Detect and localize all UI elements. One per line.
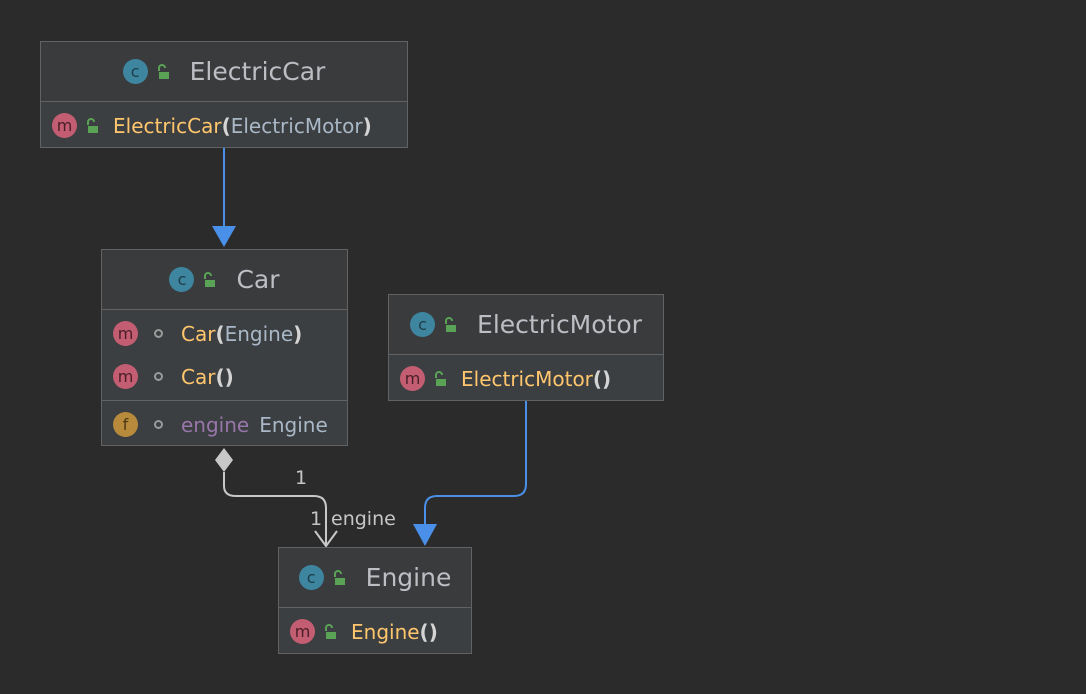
open-lock-icon <box>204 271 216 287</box>
methods-section: m Engine() <box>279 608 471 655</box>
class-node-electricmotor[interactable]: c ElectricMotor m ElectricMotor() <box>388 294 664 401</box>
dependency-arrowhead-engine <box>413 524 437 546</box>
method-row[interactable]: m ElectricCar(ElectricMotor) <box>41 104 407 147</box>
class-header: c Engine <box>279 548 471 608</box>
dependency-arrowhead-car <box>212 226 236 247</box>
class-header: c Car <box>102 250 347 310</box>
method-close-paren: ) <box>428 619 438 644</box>
method-open-paren: ( <box>419 619 429 644</box>
open-lock-icon <box>445 316 457 332</box>
open-lock-icon <box>333 569 345 585</box>
fields-section: f engine Engine <box>102 401 347 448</box>
method-name: ElectricCar <box>113 113 222 138</box>
method-open-paren: ( <box>215 321 225 346</box>
methods-section: m Car(Engine) m Car() <box>102 310 347 401</box>
class-c-icon: c <box>169 267 195 292</box>
class-name: ElectricMotor <box>477 310 642 339</box>
class-header: c ElectricMotor <box>389 295 663 355</box>
field-type: Engine <box>259 412 328 437</box>
method-open-paren: ( <box>215 364 225 389</box>
class-node-electriccar[interactable]: c ElectricCar m ElectricCar(ElectricMoto… <box>40 41 408 148</box>
method-name: Car <box>181 364 216 389</box>
open-lock-icon <box>325 623 336 639</box>
composition-car-to-engine <box>223 472 327 546</box>
field-f-icon: f <box>113 412 138 437</box>
open-lock-icon <box>87 117 98 133</box>
class-node-car[interactable]: c Car m Car(Engine) m Car() f engine Eng… <box>101 249 348 446</box>
method-params: Engine <box>224 321 294 346</box>
method-m-icon: m <box>52 113 77 138</box>
method-close-paren: ) <box>224 364 234 389</box>
package-dot-icon <box>154 329 163 338</box>
method-name: Engine <box>351 619 420 644</box>
composition-source-multiplicity: 1 <box>295 467 308 489</box>
dependency-electricmotor-to-engine <box>424 401 527 526</box>
field-name: engine <box>181 412 250 437</box>
method-close-paren: ) <box>362 113 372 138</box>
method-row[interactable]: m ElectricMotor() <box>389 357 663 400</box>
composition-diamond <box>215 448 233 472</box>
method-m-icon: m <box>290 619 315 644</box>
method-name: Car <box>181 321 216 346</box>
class-name: Car <box>236 265 280 294</box>
method-row[interactable]: m Engine() <box>279 610 471 653</box>
methods-section: m ElectricMotor() <box>389 355 663 402</box>
method-m-icon: m <box>400 366 425 391</box>
class-c-icon: c <box>298 565 324 590</box>
method-m-icon: m <box>113 321 138 346</box>
method-open-paren: ( <box>221 113 231 138</box>
package-dot-icon <box>154 420 163 429</box>
class-c-icon: c <box>122 59 148 84</box>
method-params: ElectricMotor <box>230 113 363 138</box>
composition-role-label: engine <box>331 508 396 530</box>
method-name: ElectricMotor <box>461 366 593 391</box>
class-name: Engine <box>365 563 452 592</box>
open-lock-icon <box>157 63 169 79</box>
field-row[interactable]: f engine Engine <box>102 403 347 446</box>
class-name: ElectricCar <box>189 57 326 86</box>
composition-open-arrowhead <box>314 530 338 548</box>
method-close-paren: ) <box>602 366 612 391</box>
composition-target-multiplicity: 1 <box>310 508 323 530</box>
package-dot-icon <box>154 372 163 381</box>
open-lock-icon <box>435 370 446 386</box>
method-m-icon: m <box>113 364 138 389</box>
class-c-icon: c <box>410 312 436 337</box>
method-close-paren: ) <box>293 321 303 346</box>
methods-section: m ElectricCar(ElectricMotor) <box>41 102 407 149</box>
method-row[interactable]: m Car(Engine) <box>102 312 347 355</box>
method-open-paren: ( <box>592 366 603 391</box>
class-header: c ElectricCar <box>41 42 407 102</box>
method-row[interactable]: m Car() <box>102 355 347 398</box>
class-node-engine[interactable]: c Engine m Engine() <box>278 547 472 654</box>
